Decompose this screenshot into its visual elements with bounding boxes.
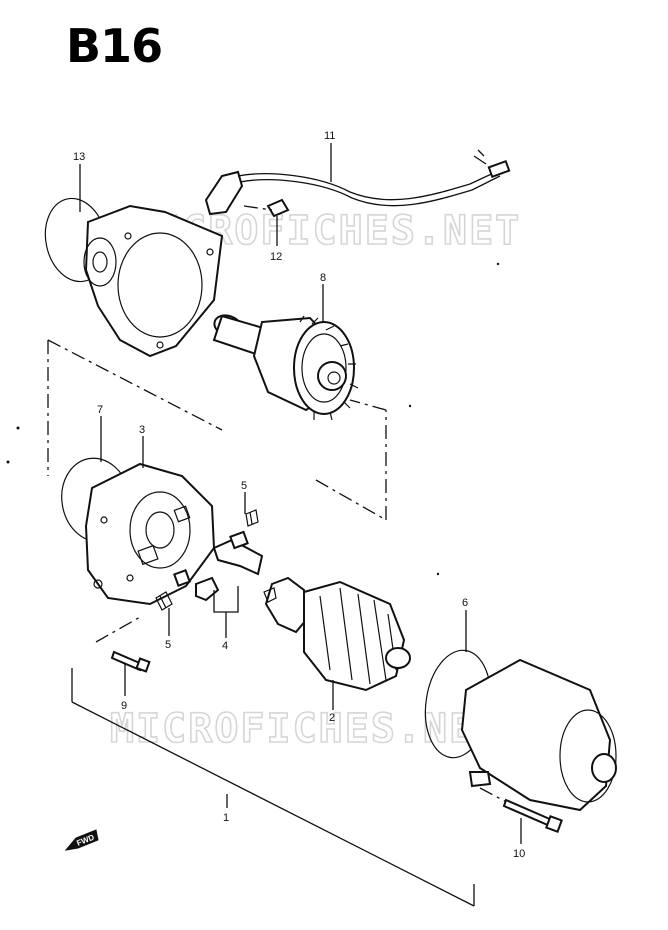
starter-clutch-gear <box>212 314 359 421</box>
callout-8: 8 <box>320 272 326 284</box>
yoke-assembly <box>424 649 617 833</box>
armature-core <box>303 580 406 692</box>
callout-4: 4 <box>222 640 228 652</box>
bolt-12 <box>266 198 290 218</box>
yoke-body <box>460 658 612 812</box>
page-code: B16 <box>66 19 162 73</box>
commutator <box>264 576 308 634</box>
lead-wire-assembly <box>204 149 511 218</box>
assembly-frame-lower <box>71 668 475 907</box>
callout-3: 3 <box>139 424 145 436</box>
callout-9: 9 <box>121 700 127 712</box>
lead-wire <box>237 169 501 201</box>
callout-6: 6 <box>462 597 468 609</box>
rear-housing <box>84 462 216 606</box>
wire-terminal <box>204 170 244 216</box>
callout-numbers: 13 11 12 8 7 3 5 5 4 9 2 6 1 10 <box>73 130 525 860</box>
fwd-label: FWD <box>75 833 95 848</box>
wire-connector <box>487 159 511 179</box>
front-housing <box>84 204 224 358</box>
rear-housing-assembly <box>61 457 216 606</box>
callout-2: 2 <box>329 712 335 724</box>
brush-set <box>155 509 264 613</box>
callout-7: 7 <box>97 404 103 416</box>
spring-5-upper <box>245 509 259 527</box>
fwd-arrow-icon: FWD <box>64 829 99 851</box>
bolt-9 <box>95 615 151 673</box>
callout-13: 13 <box>73 151 85 163</box>
callout-5-lower: 5 <box>165 639 171 651</box>
callout-1: 1 <box>223 812 229 824</box>
spring-5-lower <box>155 591 173 611</box>
callout-10: 10 <box>513 848 525 860</box>
callout-12: 12 <box>270 251 282 263</box>
callout-5-upper: 5 <box>241 480 247 492</box>
callout-11: 11 <box>324 130 335 142</box>
front-housing-assembly <box>44 197 224 358</box>
assembly-frame-upper <box>47 339 387 521</box>
leader-lines <box>79 143 522 844</box>
armature <box>263 576 411 692</box>
watermark-bottom: MICROFICHES.NET <box>110 706 501 752</box>
